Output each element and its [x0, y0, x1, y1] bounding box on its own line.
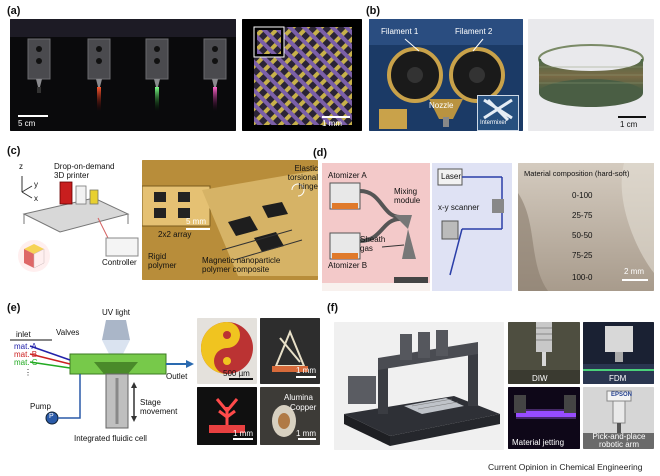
panel-label-b: (b)	[366, 5, 380, 17]
gradient-ring-illustration	[528, 19, 654, 131]
outlet-label: Outlet	[166, 372, 187, 381]
fluidic-cell-schematic: UV light inlet Valves mat. A mat. B mat.…	[10, 316, 194, 456]
photo-composition: Material composition (hard-soft) 0-100 2…	[518, 163, 654, 291]
scale-label-e1: 500 µm	[223, 369, 250, 378]
rigid-polymer-label: Rigid polymer	[148, 252, 192, 270]
composition-50-50: 50-50	[572, 231, 592, 240]
pump-label: Pump	[30, 402, 51, 411]
photo-diw: DIW	[508, 322, 580, 384]
valves-label: Valves	[56, 328, 79, 337]
sheath-gas-label: Sheath gas	[360, 235, 388, 253]
scale-bar-e4	[298, 438, 316, 440]
filament-1-label: Filament 1	[381, 27, 418, 36]
axis-y-label: y	[34, 180, 38, 189]
scale-label-a-right: 1 mm	[322, 119, 342, 128]
scale-bar-e2	[296, 376, 316, 378]
laser-label: Laser	[441, 172, 461, 181]
scale-bar-e1	[229, 378, 253, 380]
photo-ring: 1 cm	[528, 19, 654, 131]
mixing-module-label: Mixing module	[394, 187, 430, 205]
composition-25-75: 25-75	[572, 211, 592, 220]
inlet-label: inlet	[16, 330, 31, 339]
controller-label: Controller	[102, 258, 137, 267]
scale-label-b: 1 cm	[620, 120, 637, 129]
scale-label-e3: 1 mm	[233, 429, 253, 438]
intermixer-icon	[478, 96, 518, 122]
uv-light-label: UV light	[102, 308, 130, 317]
scale-bar-a-right	[322, 116, 350, 118]
material-more-label: ⋮	[24, 368, 32, 377]
render-multi-process-printer	[334, 322, 504, 450]
scale-bar-d	[622, 279, 648, 281]
scale-bar-a-left	[18, 115, 48, 117]
alumina-label: Alumina	[284, 393, 313, 402]
laser-illustration	[432, 163, 512, 291]
diw-label: DIW	[532, 374, 548, 383]
photo-alumina-copper: Alumina Copper 1 mm	[260, 387, 320, 445]
scanner-label: x-y scanner	[438, 203, 479, 212]
composition-75-25: 75-25	[572, 251, 592, 260]
axis-z-label: z	[19, 162, 23, 171]
photo-nozzles: 5 cm	[10, 19, 236, 131]
multi-process-printer-illustration	[334, 322, 504, 450]
panel-label-d: (d)	[313, 147, 327, 159]
epson-label: EPSON	[611, 392, 632, 398]
photo-hinge-device: 2x2 array 5 mm Elastic torsional hinge R…	[142, 160, 318, 280]
array-label: 2x2 array	[158, 230, 191, 239]
panel-label-e: (e)	[7, 302, 20, 314]
photo-lattice: 1 mm	[242, 19, 362, 131]
axis-x-label: x	[34, 194, 38, 203]
copper-label: Copper	[290, 403, 316, 412]
hinge-label: Elastic torsional hinge	[278, 164, 318, 191]
scale-label-e2: 1 mm	[296, 366, 316, 375]
photo-truss: 1 mm	[260, 318, 320, 384]
stage-movement-label: Stage movement	[140, 398, 188, 416]
lattice-illustration	[242, 19, 362, 131]
filament-2-label: Filament 2	[455, 27, 492, 36]
laser-schematic: Laser x-y scanner	[432, 163, 512, 291]
robotic-arm-label: Pick-and-place robotic arm	[587, 433, 651, 449]
fluidic-cell-label: Integrated fluidic cell	[74, 434, 147, 443]
atomizer-b-label: Atomizer B	[328, 261, 367, 270]
photo-robotic-arm: EPSON Pick-and-place robotic arm	[583, 387, 654, 449]
atomizer-schematic: Atomizer A Atomizer B Mixing module Shea…	[322, 163, 430, 291]
scale-label-e4: 1 mm	[296, 429, 316, 438]
intermixer-inset: Intermixer	[477, 95, 519, 131]
scale-label-d: 2 mm	[624, 267, 644, 276]
scale-bar-b	[618, 116, 646, 118]
composition-title: Material composition (hard-soft)	[524, 169, 629, 178]
photo-material-jetting: Material jetting	[508, 387, 580, 449]
panel-label-f: (f)	[327, 302, 338, 314]
fdm-label: FDM	[609, 374, 626, 383]
composition-100-0: 100-0	[572, 273, 592, 282]
photo-fdm: FDM	[583, 322, 654, 384]
photo-yin-yang: 500 µm	[197, 318, 257, 384]
panel-label-a: (a)	[7, 5, 20, 17]
scale-label-c: 5 mm	[186, 217, 206, 226]
nozzle-label: Nozzle	[429, 101, 453, 110]
scale-label-a-left: 5 cm	[18, 119, 35, 128]
printer-schematic: z y x Drop-on-demand 3D printer Controll…	[10, 158, 140, 288]
photo-tree: 1 mm	[197, 387, 257, 445]
panel-label-c: (c)	[7, 145, 20, 157]
atomizer-a-label: Atomizer A	[328, 171, 367, 180]
material-c-label: mat. C	[14, 358, 38, 367]
pump-symbol: P	[49, 413, 54, 420]
printer-label: Drop-on-demand 3D printer	[54, 162, 126, 180]
atomizer-illustration	[322, 163, 430, 291]
composite-label: Magnetic nanoparticle polymer composite	[202, 256, 308, 274]
scale-bar-e3	[233, 438, 253, 440]
photo-intermixer: Filament 1 Filament 2 Nozzle Intermixer	[369, 19, 523, 131]
journal-credit: Current Opinion in Chemical Engineering	[488, 462, 643, 472]
intermixer-label: Intermixer	[480, 120, 507, 126]
composition-0-100: 0-100	[572, 191, 592, 200]
material-jetting-label: Material jetting	[512, 438, 564, 447]
